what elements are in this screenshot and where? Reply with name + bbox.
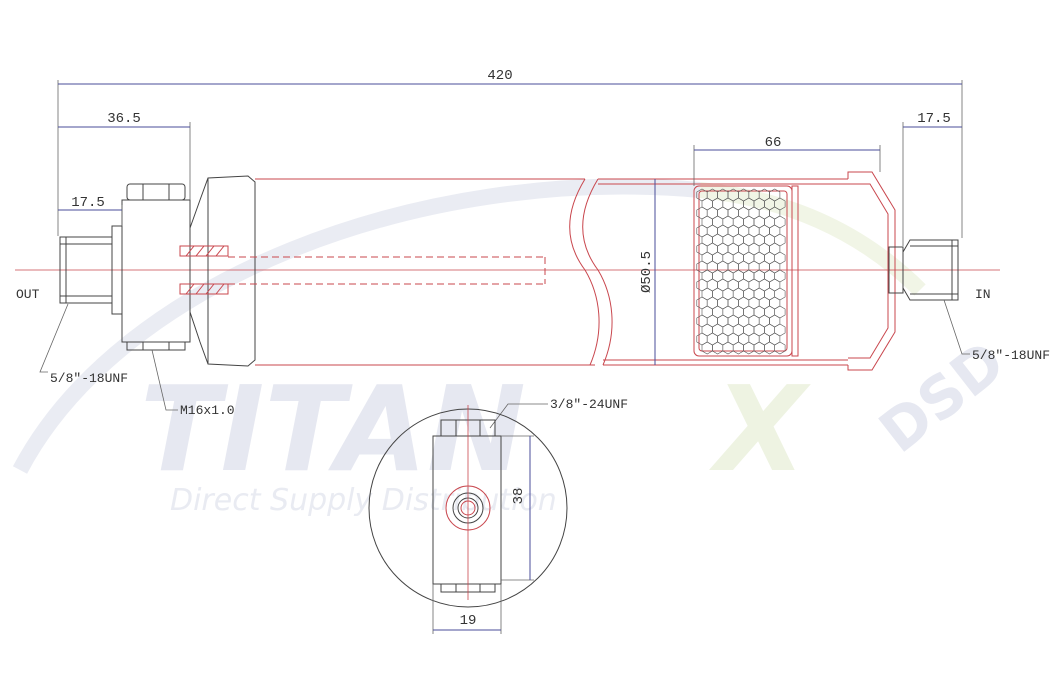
main-tube <box>228 178 613 366</box>
end-view <box>368 405 568 634</box>
mesh-cell <box>722 341 734 355</box>
label-switch-port-thread: 3/8″-24UNF <box>550 397 628 412</box>
label-outlet-thread: 5/8″-18UNF <box>50 371 128 386</box>
dip-tube-thread-hatch <box>179 245 229 295</box>
label-inlet-thread: 5/8″-18UNF <box>972 348 1050 363</box>
label-mount-thread: M16x1.0 <box>180 403 235 418</box>
dim-end-view-height: 38 <box>511 488 527 505</box>
inlet-fitting <box>888 239 959 301</box>
label-outlet: OUT <box>16 287 40 302</box>
mesh-cell <box>743 341 755 355</box>
mesh-cell <box>764 341 776 355</box>
watermark-swoosh-green <box>699 182 926 296</box>
watermark-brand-x: X <box>709 360 811 498</box>
watermark: TITAN X DSD Direct Supply Distribution <box>12 178 1017 518</box>
mesh-cell <box>753 341 765 355</box>
dim-outlet-body-length: 36.5 <box>107 111 141 127</box>
dimension-lines <box>57 80 963 365</box>
hex-body <box>121 183 191 351</box>
filter-mesh <box>696 188 786 355</box>
watermark-tagline: Direct Supply Distribution <box>170 483 557 518</box>
outlet-neck <box>189 175 256 367</box>
section-right <box>598 171 896 371</box>
mesh-cell <box>701 341 713 355</box>
dim-outlet-fitting-length: 17.5 <box>71 195 105 211</box>
dim-overall-length: 420 <box>487 68 512 84</box>
watermark-swoosh-blue <box>12 178 701 474</box>
mesh-cell <box>732 341 744 355</box>
callouts: OUT IN 5/8″-18UNF M16x1.0 5/8″-18UNF 3/8… <box>16 287 1050 429</box>
dim-inlet-fitting-length: 17.5 <box>917 111 951 127</box>
dim-diameter: Ø50.5 <box>639 251 655 293</box>
watermark-brand: TITAN <box>140 360 526 498</box>
mesh-cell <box>774 341 786 355</box>
mesh-cell <box>712 341 724 355</box>
dimension-texts: 420 36.5 17.5 17.5 66 Ø50.5 <box>71 68 951 293</box>
dim-filter-length: 66 <box>765 135 782 151</box>
label-inlet: IN <box>975 287 991 302</box>
dim-end-view-width: 19 <box>460 613 477 629</box>
